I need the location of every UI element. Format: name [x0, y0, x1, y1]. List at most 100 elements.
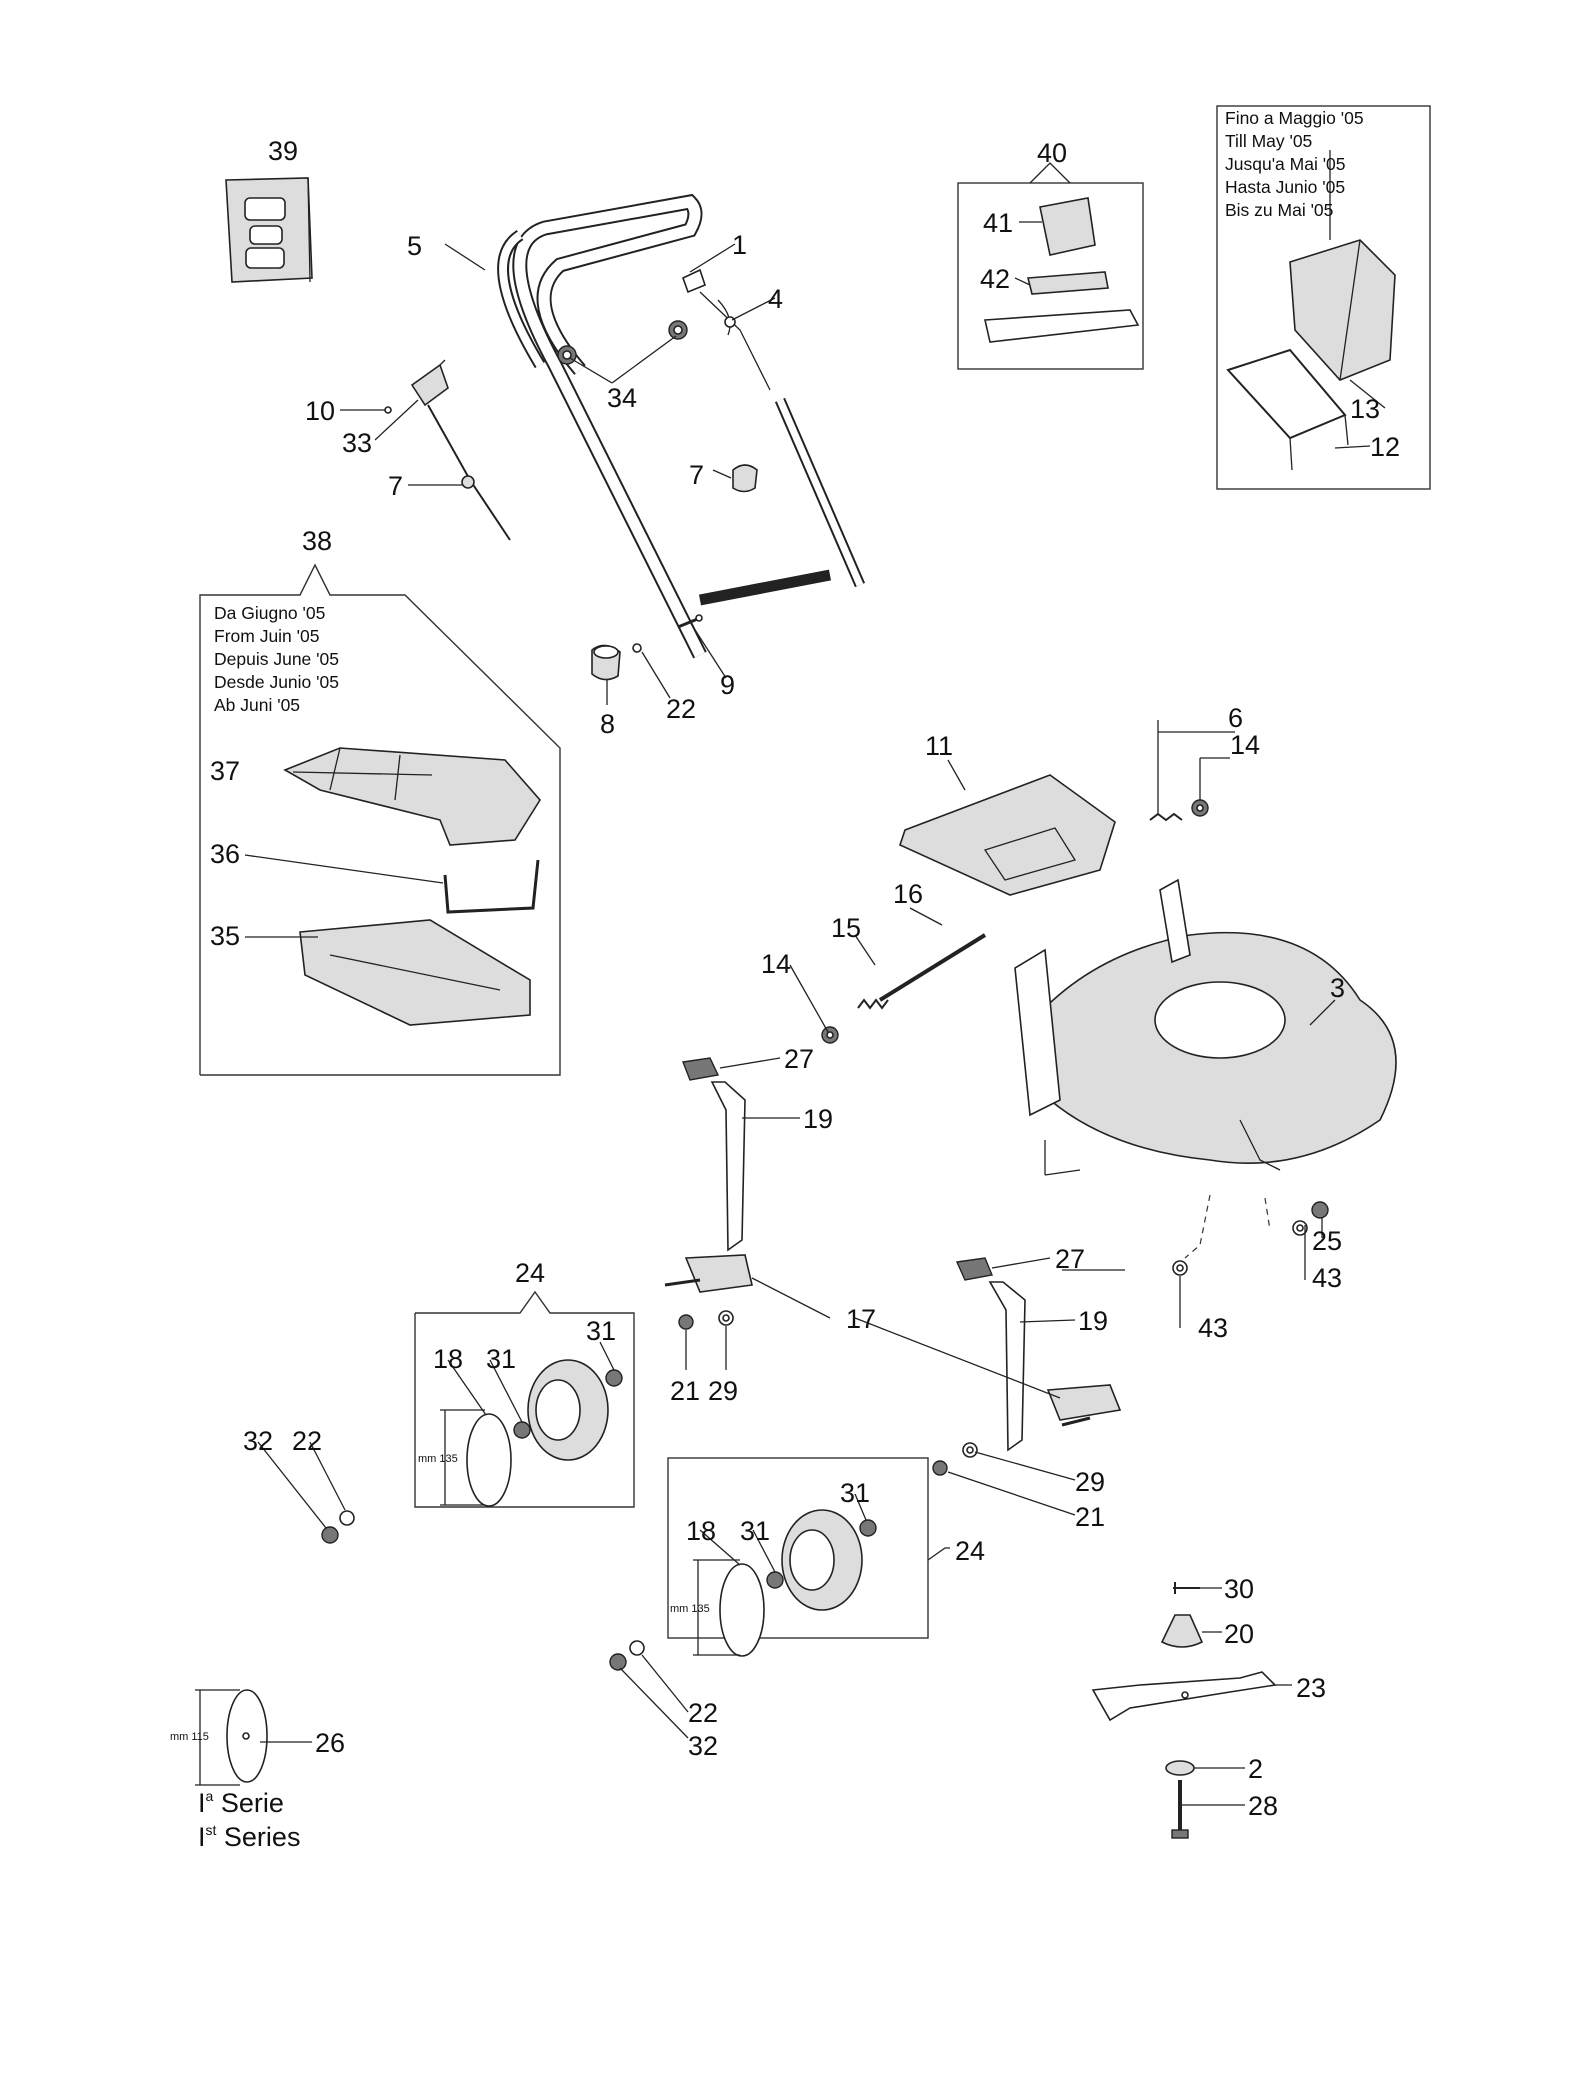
dimension-label: mm 135: [418, 1453, 458, 1465]
note-line: Hasta Junio '05: [1225, 177, 1345, 197]
callout-31-a-top: 31: [586, 1316, 616, 1346]
callout-19-bottom: 19: [1078, 1306, 1108, 1336]
part-13-grass-bag: [1289, 239, 1396, 381]
callout-22-top: 22: [666, 694, 696, 724]
part-1-lever: [682, 268, 706, 294]
callout-18-b: 18: [686, 1516, 716, 1546]
part-12-bag-frame: [1226, 348, 1349, 471]
part-31-bush-b1: [766, 1571, 784, 1589]
part-9-bolt: [677, 614, 703, 629]
deck-dashed-guides: [1184, 1194, 1271, 1259]
callout-37: 37: [210, 756, 240, 786]
callout-32-bottom: 32: [688, 1731, 718, 1761]
part-17-axle-b: [1046, 1384, 1122, 1427]
dimension-115: mm 115: [170, 1689, 240, 1786]
callout-5: 5: [407, 231, 422, 261]
callout-8: 8: [600, 709, 615, 739]
callout-22-left: 22: [292, 1426, 322, 1456]
callout-18-a: 18: [433, 1344, 463, 1374]
part-7-cable: [427, 404, 511, 541]
part-30-screw: [1173, 1582, 1200, 1594]
grass-bag-late-box: [199, 563, 561, 1076]
callout-22-bottom: 22: [688, 1698, 718, 1728]
part-24-wheel-a: [527, 1359, 609, 1461]
callout-28: 28: [1248, 1791, 1278, 1821]
callout-23: 23: [1296, 1673, 1326, 1703]
part-31-bush-a2: [605, 1369, 623, 1387]
part-32-22-nut-center: [609, 1640, 645, 1671]
callout-6: 6: [1228, 703, 1243, 733]
part-29-washer-b: [962, 1442, 978, 1458]
part-41-deflector: [1039, 197, 1096, 256]
part-19-lever-b: [988, 1281, 1026, 1452]
callout-24-bottom: 24: [955, 1536, 985, 1566]
callout-27-top: 27: [784, 1044, 814, 1074]
kit-40-box: [957, 162, 1144, 370]
dimension-135-a: mm 135: [418, 1409, 485, 1506]
callout-21-bottom: 21: [1075, 1502, 1105, 1532]
note-line: Ab Juni '05: [214, 695, 300, 715]
part-43-washers: [1172, 1220, 1308, 1276]
callout-40: 40: [1037, 138, 1067, 168]
part-15-spring: [857, 998, 889, 1010]
part-22-washer: [632, 643, 642, 653]
dimension-135-b: mm 135: [670, 1559, 740, 1656]
part-5-handle: [497, 193, 866, 659]
dimension-label: mm 115: [170, 1731, 209, 1743]
callout-12: 12: [1370, 432, 1400, 462]
note-until-may-05: Fino a Maggio '05 Till May '05 Jusqu'a M…: [1225, 108, 1364, 220]
callout-38: 38: [302, 526, 332, 556]
part-21-bolt-b: [932, 1460, 948, 1476]
part-6-spring: [1149, 720, 1183, 822]
part-10-screw: [384, 406, 392, 414]
callout-7-right: 7: [689, 460, 704, 490]
part-3-deck: [1014, 878, 1397, 1171]
callout-30: 30: [1224, 1574, 1254, 1604]
part-20-blade-adapter: [1160, 1614, 1204, 1648]
part-19-lever-a: [710, 1081, 746, 1252]
callout-20: 20: [1224, 1619, 1254, 1649]
callout-31-b-top: 31: [840, 1478, 870, 1508]
series-label: Ia Serie Ist Series: [198, 1788, 300, 1852]
grass-bag-early-box: [1216, 105, 1431, 490]
part-18-hubcap-a: [466, 1413, 512, 1507]
note-line: Depuis June '05: [214, 649, 339, 669]
callout-10: 10: [305, 396, 335, 426]
part-36-bag-rim: [443, 859, 540, 914]
part-24-wheel-b: [781, 1509, 863, 1611]
wheel-24-box-a: [414, 1290, 635, 1508]
callout-25: 25: [1312, 1226, 1342, 1256]
callout-36: 36: [210, 839, 240, 869]
callout-14-bottom: 14: [761, 949, 791, 979]
callout-34: 34: [607, 383, 637, 413]
part-32-22-nut-left: [321, 1510, 355, 1544]
callout-3: 3: [1330, 973, 1345, 1003]
callout-32-left: 32: [243, 1426, 273, 1456]
note-line: Bis zu Mai '05: [1225, 200, 1333, 220]
callout-2: 2: [1248, 1754, 1263, 1784]
part-29-washer-a: [718, 1310, 734, 1326]
callout-4: 4: [768, 284, 783, 314]
part-26-disc: [226, 1689, 268, 1783]
callout-39: 39: [268, 136, 298, 166]
callout-43-right: 43: [1312, 1263, 1342, 1293]
series-line-2: Ist Series: [198, 1822, 300, 1852]
leader-lines: [244, 150, 1386, 1806]
part-18-hubcap-b: [719, 1563, 765, 1657]
callout-42: 42: [980, 264, 1010, 294]
part-31-bush-b2: [859, 1519, 877, 1537]
callout-11: 11: [925, 731, 953, 761]
callout-16: 16: [893, 879, 923, 909]
dimension-label: mm 135: [670, 1603, 710, 1615]
callout-33: 33: [342, 428, 372, 458]
part-14-nut-upper: [1191, 799, 1209, 817]
note-from-june-05: Da Giugno '05 From Juin '05 Depuis June …: [214, 603, 339, 715]
blade-in-kit: [984, 309, 1140, 343]
callout-27-bottom: 27: [1055, 1244, 1085, 1274]
part-28-bolt: [1171, 1780, 1189, 1839]
callout-17: 17: [846, 1304, 876, 1334]
callout-43-left: 43: [1198, 1313, 1228, 1343]
part-27-grip-a: [682, 1057, 720, 1081]
callout-41: 41: [983, 208, 1013, 238]
part-37-bag-top: [283, 747, 541, 846]
